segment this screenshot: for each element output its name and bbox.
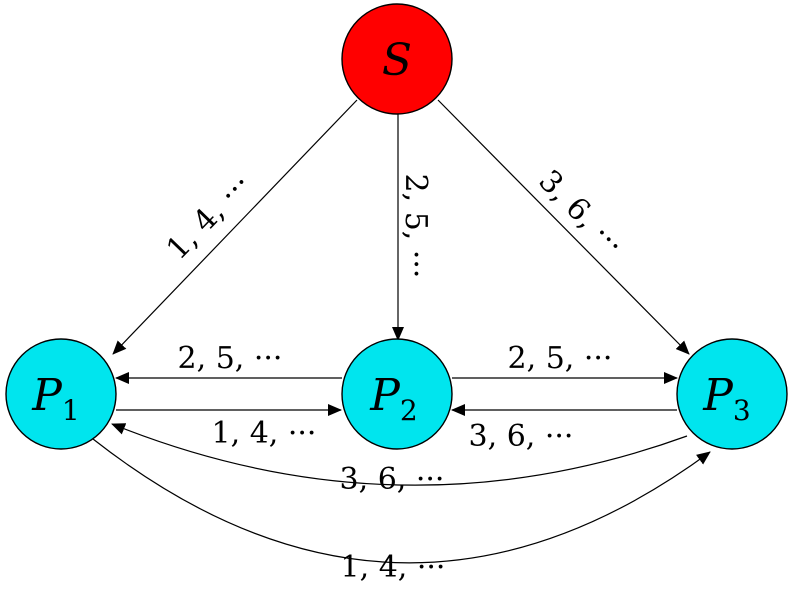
node-s: S <box>341 3 453 115</box>
node-s-circle <box>341 3 453 115</box>
edge-label-p3-to-p2: 3, 6, ··· <box>469 419 574 454</box>
node-p2-label: P2 <box>369 370 417 427</box>
edge-label-p1-to-p2: 1, 4, ··· <box>212 416 317 451</box>
edge-label-s-to-p2: 2, 5, ··· <box>398 174 433 279</box>
edge-label-p2-to-p1: 2, 5, ··· <box>178 341 283 376</box>
node-p2: P2 <box>341 338 453 450</box>
node-p3-label-main: P <box>702 370 734 421</box>
node-p3-label-sub: 3 <box>733 394 751 427</box>
node-p3-circle <box>676 338 788 450</box>
edge-label-p3-to-p1: 3, 6, ··· <box>340 462 445 497</box>
edges <box>92 99 711 564</box>
edge-label-p1-to-p3: 1, 4, ··· <box>341 550 446 585</box>
edge-p1-to-p3 <box>92 438 711 564</box>
edge-s-to-p1 <box>112 99 358 355</box>
edge-label-s-to-p1: 1, 4, ··· <box>160 167 258 267</box>
node-s-label: S <box>382 35 412 86</box>
node-p1-label: P1 <box>31 370 79 427</box>
node-p2-label-sub: 2 <box>400 394 418 427</box>
node-p3: P3 <box>676 338 788 450</box>
edge-label-s-to-p3: 3, 6, ··· <box>532 163 631 262</box>
node-p1-label-main: P <box>31 370 63 421</box>
edge-p3-to-p1 <box>111 423 688 486</box>
node-p1-label-sub: 1 <box>62 394 80 427</box>
node-p1-circle <box>5 338 117 450</box>
edge-s-to-p3 <box>437 99 690 355</box>
node-p2-circle <box>341 338 453 450</box>
node-p2-label-main: P <box>369 370 401 421</box>
node-p3-label: P3 <box>702 370 750 427</box>
edge-label-p2-to-p3: 2, 5, ··· <box>508 341 613 376</box>
node-p1: P1 <box>5 338 117 450</box>
